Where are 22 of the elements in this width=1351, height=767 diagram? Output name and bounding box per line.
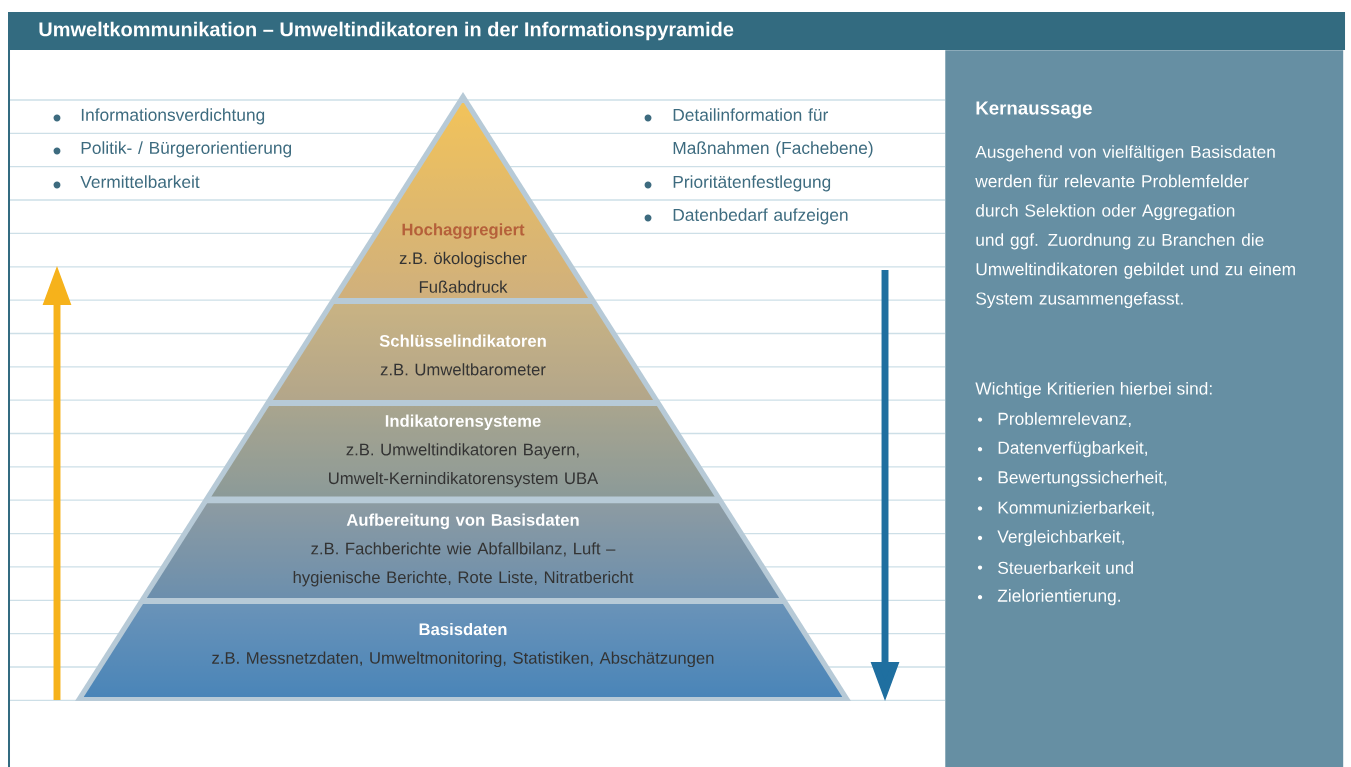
bullet-item: Problemrelevanz, xyxy=(977,412,1131,427)
bullet-item: Datenbedarf aufzeigen xyxy=(644,208,848,225)
header-bar: Umweltkommunikation – Umweltindikatoren in der Informationspyramide xyxy=(8,12,1345,50)
bullet-item: Politik- / Bürgerorientierung xyxy=(53,141,292,158)
bullet-item: Informationsverdichtung xyxy=(53,108,265,125)
bullet-item: Zielorientierung. xyxy=(977,589,1120,606)
pyramid-layer: Aufbereitung von Basisdaten z.B. Fachberichte wie Abfallbilanz, Luft – hygienische Berichte, Rote Liste, Nitratbericht xyxy=(293,513,634,587)
pyramid-layer: Basisdaten z.B. Messnetzdaten, Umweltmonitoring, Statistiken, Abschätzungen xyxy=(212,622,714,668)
bullet-item: Vergleichbarkeit, xyxy=(977,529,1124,547)
pyramid-layer: Schlüsselindikatoren z.B. Umweltbarometer xyxy=(379,334,546,376)
panel-paragraph: Ausgehend von vielfältigen Basisdaten werden für relevante Problemfelder durch Selektion oder Aggregation und ggf. Zuordnung zu Branchen die Umweltindikatoren gebildet und zu einem System zusammengefasst. xyxy=(975,145,1295,309)
panel-heading: Kernaussage xyxy=(976,101,1092,119)
bullet-item: Bewertungssicherheit, xyxy=(977,470,1167,487)
panel-text: Wichtige Kritierien hierbei sind: xyxy=(975,381,1212,399)
bullet-item: Datenverfügbarkeit, xyxy=(977,441,1147,458)
bullet-item: Prioritätenfestlegung xyxy=(644,175,831,192)
bullet-item: Steuerbarkeit und xyxy=(977,561,1133,574)
bullet-item: Vermittelbarkeit xyxy=(53,175,200,189)
bullet-item: Detailinformation für Maßnahmen (Fachebene) xyxy=(644,108,873,158)
bullet-item: Kommunizierbarkeit, xyxy=(977,501,1154,516)
pyramid-layer: Indikatorensysteme z.B. Umweltindikatoren Bayern, Umwelt-Kernindikatorensystem UBA xyxy=(329,414,599,488)
pyramid-layer: Hochaggregiert z.B. ökologischer Fußabdruck xyxy=(399,223,527,293)
